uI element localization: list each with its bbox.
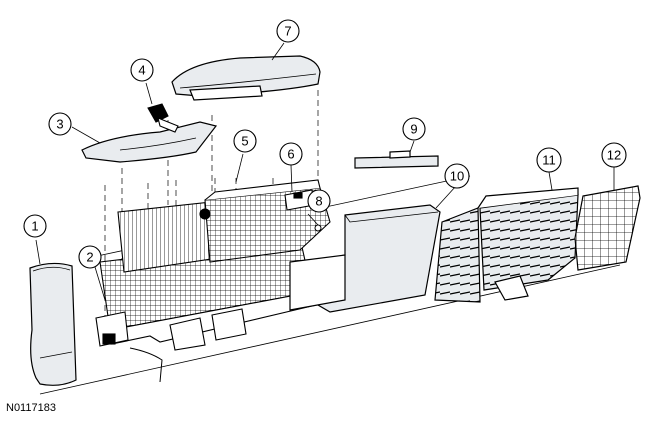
latch <box>147 103 179 133</box>
callout-6-label: 6 <box>287 147 294 162</box>
callout-4-label: 4 <box>138 63 145 78</box>
front-end-panel <box>29 262 77 386</box>
callout-9-label: 9 <box>410 122 417 137</box>
callout-5-label: 5 <box>241 134 248 149</box>
callout-4: 4 <box>130 58 154 82</box>
callout-2: 2 <box>78 245 102 269</box>
figure-reference-id: N0117183 <box>6 402 56 414</box>
callout-7: 7 <box>276 19 300 43</box>
callout-6: 6 <box>279 142 303 166</box>
rear-vent-panel <box>434 187 579 303</box>
callout-12: 12 <box>601 142 627 168</box>
callout-8: 8 <box>307 189 331 213</box>
callout-8-label: 8 <box>315 194 322 209</box>
callout-12-label: 12 <box>607 148 621 163</box>
leader-lines <box>35 42 615 301</box>
callout-5: 5 <box>233 129 257 153</box>
callout-1: 1 <box>23 214 47 238</box>
callout-10-label: 10 <box>450 169 464 184</box>
callout-1-label: 1 <box>31 219 38 234</box>
callout-9: 9 <box>402 117 426 141</box>
callout-11: 11 <box>536 147 562 173</box>
callout-7-label: 7 <box>284 24 291 39</box>
callout-3-label: 3 <box>56 117 63 132</box>
mesh-panel <box>574 185 641 271</box>
callout-3: 3 <box>48 112 72 136</box>
rear-housing <box>289 204 441 313</box>
console-lid <box>171 55 321 101</box>
callout-10: 10 <box>444 163 470 189</box>
callout-2-label: 2 <box>86 250 93 265</box>
armrest-pad <box>81 121 218 163</box>
screw <box>314 224 322 232</box>
cover-plate <box>354 150 439 169</box>
callout-11-label: 11 <box>542 153 556 168</box>
